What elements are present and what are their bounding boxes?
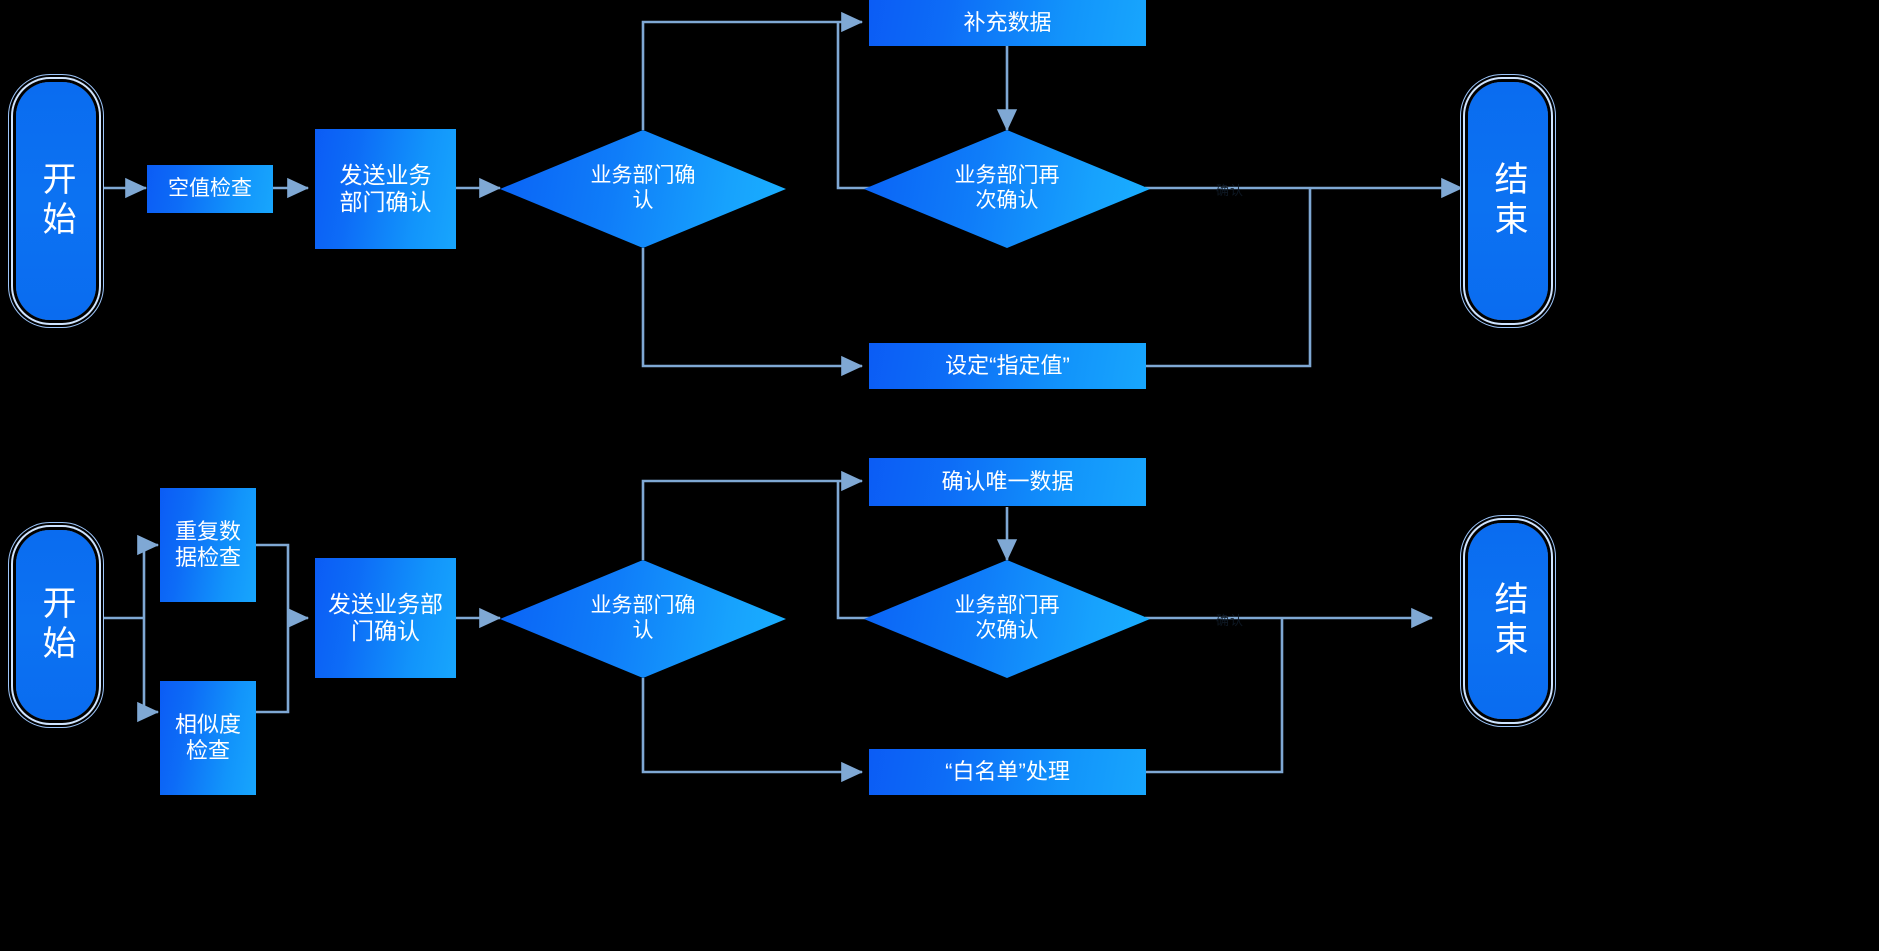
node-send-to-business-top[interactable]: 发送业务 部门确认: [315, 129, 456, 249]
node-business-confirm-bottom[interactable]: 业务部门确 认: [500, 560, 786, 678]
wire-simcheck-merge: [256, 618, 290, 714]
node-null-value-check[interactable]: 空值检查: [147, 165, 273, 213]
wire-whitelist-to-end: [1146, 618, 1284, 774]
node-label: 发送业务部 门确认: [328, 590, 443, 644]
node-label: 结束: [1489, 581, 1528, 661]
node-label: 业务部门确 认: [590, 164, 696, 212]
node-duplicate-data-check[interactable]: 重复数 据检查: [160, 488, 256, 602]
wire-setvalue-to-end: [1146, 188, 1312, 368]
edge-label-confirm-bottom: 确认: [1216, 613, 1245, 628]
node-label: 业务部门再 次确认: [954, 594, 1060, 642]
node-business-reconfirm-top[interactable]: 业务部门再 次确认: [864, 130, 1150, 248]
node-label: 设定“指定值”: [945, 353, 1070, 379]
edge-label-confirm-top: 确认: [1216, 183, 1245, 198]
wire-decide1b-up-to-unique: [641, 470, 864, 560]
node-label: 空值检查: [168, 176, 252, 200]
node-set-specified-value[interactable]: 设定“指定值”: [869, 343, 1146, 389]
node-label: 发送业务 部门确认: [339, 161, 432, 215]
wire-start2-to-simcheck: [137, 618, 160, 723]
node-confirm-unique-data[interactable]: 确认唯一数据: [869, 458, 1146, 506]
node-label: 开始: [37, 585, 76, 665]
node-start-top[interactable]: 开始: [16, 82, 96, 320]
node-label: 补充数据: [963, 10, 1052, 36]
node-similarity-check[interactable]: 相似度 检查: [160, 681, 256, 795]
node-label: 结束: [1489, 161, 1528, 241]
node-label: “白名单”处理: [945, 759, 1070, 785]
node-label: 开始: [37, 161, 76, 241]
node-end-bottom[interactable]: 结束: [1468, 523, 1548, 719]
wire-decide1-down-to-setvalue: [641, 248, 864, 377]
node-whitelist-handling[interactable]: “白名单”处理: [869, 749, 1146, 795]
node-business-reconfirm-bottom[interactable]: 业务部门再 次确认: [864, 560, 1150, 678]
node-end-top[interactable]: 结束: [1468, 82, 1548, 320]
node-label: 业务部门确 认: [590, 594, 696, 642]
wire-decide1-to-decide2: [836, 22, 872, 190]
node-label: 重复数 据检查: [174, 519, 241, 570]
node-label: 业务部门再 次确认: [954, 164, 1060, 212]
wire-decide1b-down-to-whitelist: [641, 678, 864, 783]
node-send-to-business-bottom[interactable]: 发送业务部 门确认: [315, 558, 456, 678]
wire-start2-to-dupcheck: [137, 534, 160, 618]
node-label: 相似度 检查: [174, 712, 241, 763]
wire-decide1-up-to-supplement: [641, 11, 864, 130]
wire-dupcheck-merge: [256, 543, 290, 618]
wire-decide1b-to-decide2: [836, 481, 872, 620]
node-label: 确认唯一数据: [941, 469, 1074, 495]
node-business-confirm-top[interactable]: 业务部门确 认: [500, 130, 786, 248]
node-start-bottom[interactable]: 开始: [16, 530, 96, 720]
node-supplement-data[interactable]: 补充数据: [869, 0, 1146, 46]
